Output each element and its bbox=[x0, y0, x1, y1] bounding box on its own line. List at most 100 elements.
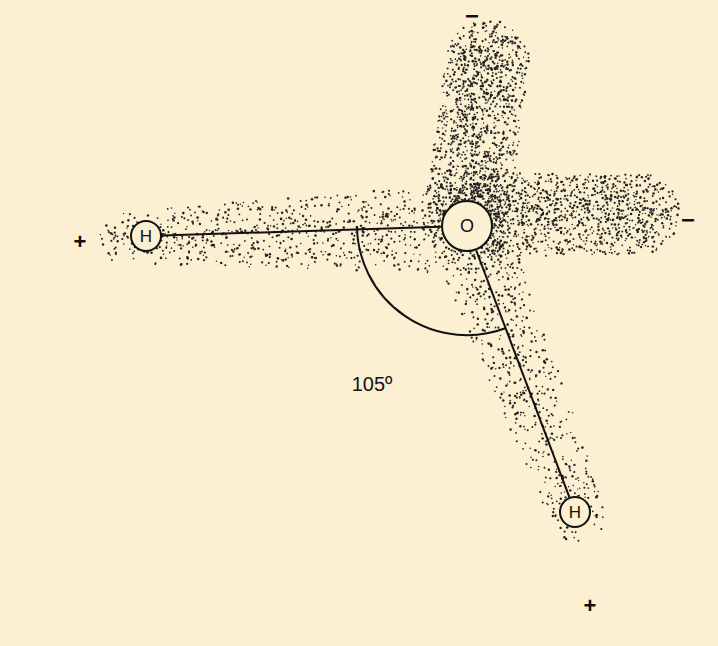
stipple-dot bbox=[490, 319, 492, 321]
stipple-dot bbox=[486, 151, 488, 153]
stipple-dot bbox=[514, 381, 517, 384]
stipple-dot bbox=[486, 326, 488, 328]
stipple-dot bbox=[259, 208, 262, 211]
stipple-dot bbox=[255, 229, 257, 231]
stipple-dot bbox=[192, 246, 194, 248]
stipple-dot bbox=[520, 334, 522, 336]
stipple-dot bbox=[484, 108, 486, 110]
stipple-dot bbox=[566, 433, 568, 435]
stipple-dot bbox=[166, 242, 168, 244]
stipple-dot bbox=[490, 345, 493, 348]
stipple-dot bbox=[351, 199, 353, 201]
stipple-dot bbox=[483, 122, 484, 123]
stipple-dot bbox=[485, 291, 487, 293]
stipple-dot bbox=[565, 477, 567, 479]
stipple-dot bbox=[549, 378, 551, 380]
stipple-dot bbox=[495, 247, 496, 248]
stipple-dot bbox=[171, 207, 173, 209]
stipple-dot bbox=[438, 199, 440, 201]
stipple-dot bbox=[527, 429, 529, 431]
stipple-dot bbox=[541, 437, 543, 439]
stipple-dot bbox=[307, 206, 309, 208]
stipple-dot bbox=[486, 268, 488, 270]
stipple-dot bbox=[194, 211, 196, 213]
stipple-dot bbox=[308, 249, 310, 251]
stipple-dot bbox=[513, 172, 515, 174]
stipple-dot bbox=[376, 223, 378, 225]
stipple-dot bbox=[232, 255, 234, 257]
stipple-dot bbox=[556, 468, 558, 470]
stipple-dot bbox=[446, 268, 449, 271]
stipple-dot bbox=[423, 222, 425, 224]
stipple-dot bbox=[444, 73, 445, 74]
stipple-dot bbox=[505, 357, 508, 360]
stipple-dot bbox=[499, 397, 501, 399]
stipple-dot bbox=[484, 130, 486, 132]
stipple-dot bbox=[505, 267, 507, 269]
stipple-dot bbox=[524, 398, 526, 400]
stipple-dot bbox=[197, 220, 198, 221]
stipple-dot bbox=[478, 268, 480, 270]
stipple-dot bbox=[472, 341, 474, 343]
stipple-dot bbox=[512, 59, 514, 61]
stipple-dot bbox=[435, 256, 437, 258]
stipple-dot bbox=[154, 263, 156, 265]
stipple-dot bbox=[512, 276, 514, 278]
stipple-dot bbox=[305, 219, 308, 222]
stipple-dot bbox=[447, 67, 449, 69]
stipple-dot bbox=[437, 120, 439, 122]
stipple-dot bbox=[187, 206, 189, 208]
stipple-dot bbox=[552, 515, 555, 518]
stipple-dot bbox=[259, 218, 261, 220]
stipple-dot bbox=[421, 201, 423, 203]
stipple-dot bbox=[108, 231, 110, 233]
stipple-dot bbox=[507, 93, 508, 94]
stipple-dot bbox=[528, 327, 530, 329]
stipple-dot bbox=[471, 337, 473, 339]
stipple-dot bbox=[508, 371, 510, 373]
stipple-dot bbox=[361, 251, 363, 253]
stipple-dot bbox=[409, 212, 410, 213]
stipple-dot bbox=[495, 73, 497, 75]
stipple-dot bbox=[325, 226, 327, 228]
stipple-dot bbox=[477, 163, 479, 165]
stipple-dot bbox=[267, 225, 269, 227]
stipple-dot bbox=[476, 64, 478, 66]
stipple-dot bbox=[473, 328, 475, 330]
stipple-dot bbox=[388, 193, 390, 195]
stipple-dot bbox=[453, 258, 455, 260]
stipple-dot bbox=[559, 527, 561, 529]
stipple-dot bbox=[472, 294, 474, 296]
stipple-dot bbox=[490, 308, 492, 310]
stipple-dot bbox=[383, 260, 385, 262]
stipple-dot bbox=[485, 38, 487, 40]
stipple-dot bbox=[502, 251, 504, 253]
stipple-dot bbox=[353, 257, 355, 259]
stipple-dot bbox=[352, 242, 354, 244]
stipple-dot bbox=[474, 254, 475, 255]
stipple-dot bbox=[447, 189, 448, 190]
stipple-dot bbox=[494, 391, 496, 393]
stipple-dot bbox=[513, 77, 516, 80]
stipple-dot bbox=[596, 514, 599, 517]
stipple-dot bbox=[293, 209, 295, 211]
stipple-dot bbox=[290, 223, 292, 225]
stipple-dot bbox=[542, 333, 545, 336]
stipple-dot bbox=[480, 281, 482, 283]
stipple-dot bbox=[530, 340, 532, 342]
stipple-dot bbox=[519, 397, 521, 399]
stipple-dot bbox=[519, 351, 521, 353]
stipple-dot bbox=[305, 208, 307, 210]
stipple-dot bbox=[534, 423, 536, 425]
stipple-dot bbox=[111, 232, 113, 234]
stipple-dot bbox=[459, 153, 461, 155]
stipple-dot bbox=[514, 413, 516, 415]
stipple-dot bbox=[460, 157, 462, 159]
stipple-dot bbox=[445, 196, 447, 198]
stipple-dot bbox=[508, 350, 510, 352]
stipple-dot bbox=[489, 205, 491, 207]
stipple-dot bbox=[422, 194, 424, 196]
stipple-dot bbox=[425, 263, 427, 265]
stipple-dot bbox=[487, 256, 489, 258]
stipple-dot bbox=[493, 161, 495, 163]
